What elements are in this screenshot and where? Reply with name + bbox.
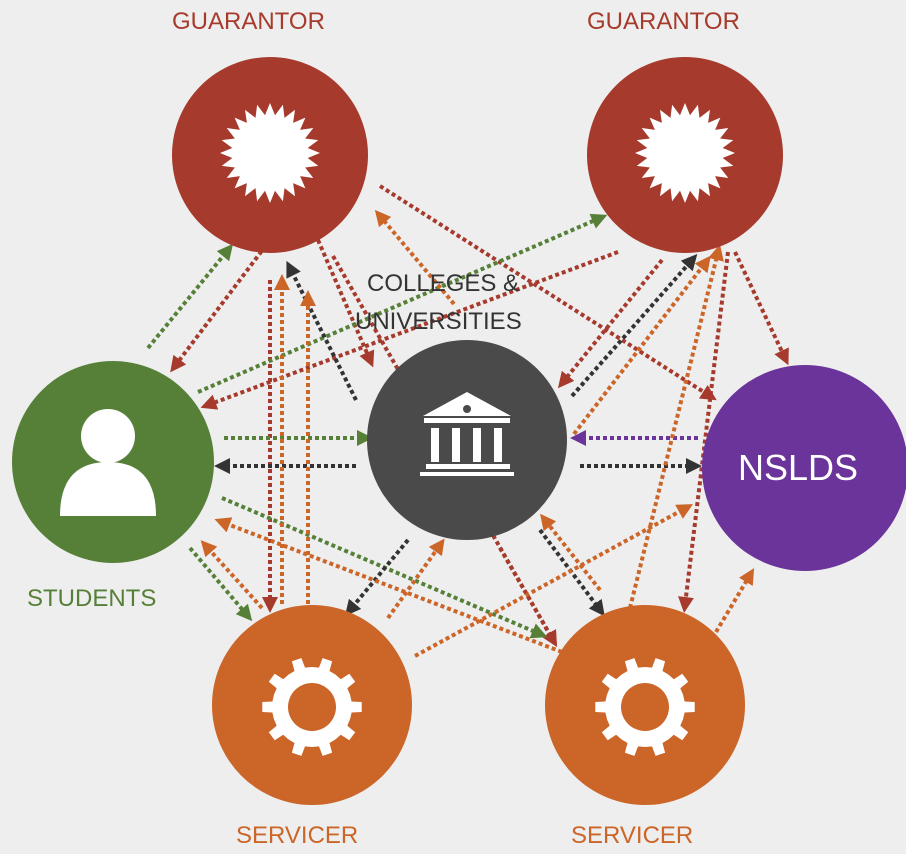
bank-building-icon — [420, 392, 514, 476]
nslds-node — [702, 365, 906, 571]
flow-arrow — [628, 244, 724, 609]
flow-arrow — [498, 547, 557, 647]
flow-arrow — [146, 243, 234, 350]
flow-arrow — [200, 250, 619, 410]
gear-icon — [595, 658, 695, 756]
flow-arrow — [197, 213, 608, 394]
starburst-icon — [635, 103, 735, 203]
flow-arrow — [286, 260, 358, 401]
nslds-label: NSLDS — [738, 447, 859, 488]
flow-arrow — [374, 209, 456, 306]
flow-arrow — [214, 517, 563, 654]
students-node — [12, 361, 214, 563]
guarantor-left-label: GUARANTOR — [172, 8, 325, 35]
flow-arrow — [378, 184, 717, 401]
flow-arrow — [188, 546, 253, 622]
flow-arrow — [221, 496, 548, 639]
flow-arrow — [557, 258, 664, 389]
flow-arrow — [170, 238, 272, 373]
colleges-label-line2: UNIVERSITIES — [355, 308, 522, 335]
person-icon — [60, 409, 156, 516]
colleges-node — [367, 340, 567, 540]
servicer-left-node — [212, 605, 412, 805]
starburst-icon — [220, 103, 320, 203]
guarantor-right-label: GUARANTOR — [587, 8, 740, 35]
gear-icon — [262, 658, 362, 756]
servicer-left-label: SERVICER — [236, 822, 359, 849]
students-label: STUDENTS — [27, 585, 157, 612]
guarantor-right-node — [587, 57, 783, 253]
flow-arrow — [386, 538, 445, 620]
flow-arrow — [316, 239, 375, 368]
guarantor-left-node — [172, 57, 368, 253]
flow-arrow — [570, 254, 698, 398]
servicer-right-label: SERVICER — [571, 822, 694, 849]
flow-arrow — [331, 255, 557, 647]
servicer-right-node — [545, 605, 745, 805]
flow-arrow — [714, 568, 755, 634]
flow-arrow — [678, 251, 730, 613]
flow-arrow — [344, 538, 410, 617]
colleges-label-line1: COLLEGES & — [367, 270, 520, 297]
flow-arrow — [414, 504, 694, 658]
flow-arrow — [733, 251, 789, 366]
flow-arrow — [572, 255, 711, 436]
flow-arrow — [540, 513, 602, 592]
